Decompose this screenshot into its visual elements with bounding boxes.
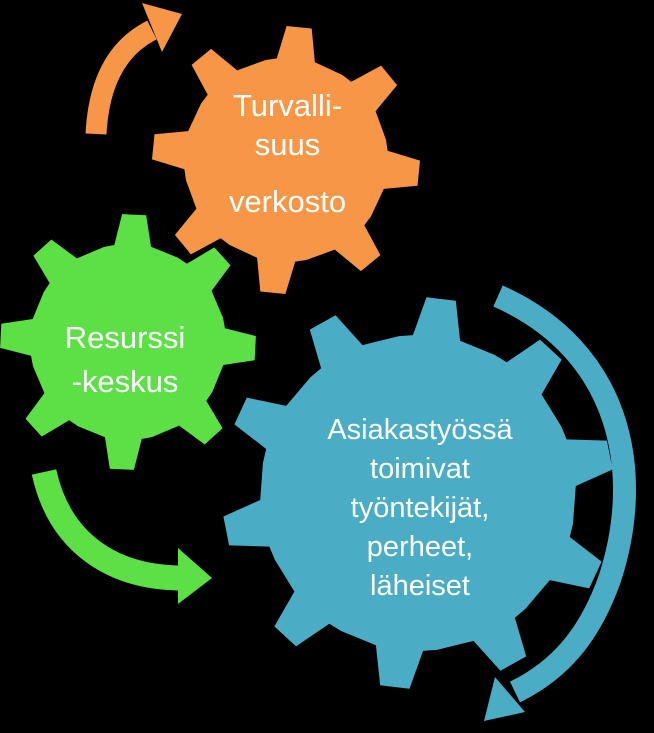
blue-gear-line-2: toimivat: [370, 453, 470, 485]
orange-arrow: [85, 3, 182, 135]
green-gear: [0, 214, 256, 470]
line-gap: [195, 164, 380, 182]
blue-gear-line-5: läheiset: [370, 570, 470, 602]
blue-gear-label: Asiakastyössä toimivat työntekijät, perh…: [290, 411, 550, 606]
orange-arrowhead: [142, 3, 182, 52]
blue-arrowhead: [484, 677, 525, 721]
orange-gear-label: Turvalli- suus verkosto: [195, 86, 380, 221]
orange-gear-line-1: Turvalli-: [232, 88, 343, 123]
green-gear-line-1: Resurssi: [64, 320, 186, 355]
green-gear-line-2: -keskus: [71, 364, 179, 399]
blue-gear-line-3: työntekijät,: [350, 492, 490, 524]
orange-gear-line-3: verkosto: [228, 184, 347, 219]
green-arrow: [31, 469, 212, 604]
blue-arrow: [484, 285, 636, 721]
blue-gear-line-4: perheet,: [366, 531, 474, 563]
orange-gear-line-2: suus: [254, 127, 321, 162]
green-arrowhead: [178, 548, 212, 604]
blue-gear: [223, 297, 613, 689]
blue-gear-line-1: Asiakastyössä: [327, 414, 513, 446]
orange-gear: [152, 26, 420, 294]
green-gear-label: Resurssi -keskus: [30, 316, 220, 404]
